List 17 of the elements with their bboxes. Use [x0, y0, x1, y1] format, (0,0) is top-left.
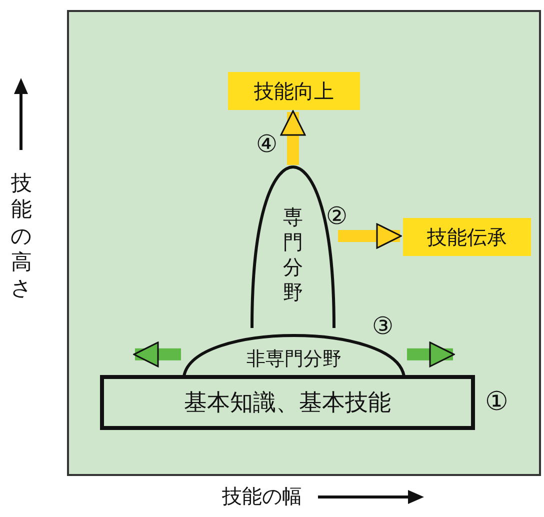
result-label [403, 218, 531, 256]
node-text: 技能伝承 [426, 224, 508, 250]
axis-label: 技能の高さ [10, 170, 33, 302]
callout-number: ② [326, 202, 348, 230]
axis-label: 技能の幅 [222, 483, 302, 510]
node-text: 専門分野 [282, 205, 304, 305]
node-text: 基本知識、基本技能 [183, 389, 392, 418]
result-label [228, 72, 360, 110]
block-arrow [133, 342, 181, 368]
node-text: 非専門分野 [246, 347, 342, 372]
block-arrow [407, 342, 455, 368]
node-text: 技能向上 [253, 78, 335, 104]
callout-number: ④ [256, 130, 278, 158]
callout-number: ① [485, 387, 508, 417]
callout-number: ③ [372, 312, 394, 340]
block-arrow [338, 223, 402, 249]
block-arrow [280, 110, 306, 165]
